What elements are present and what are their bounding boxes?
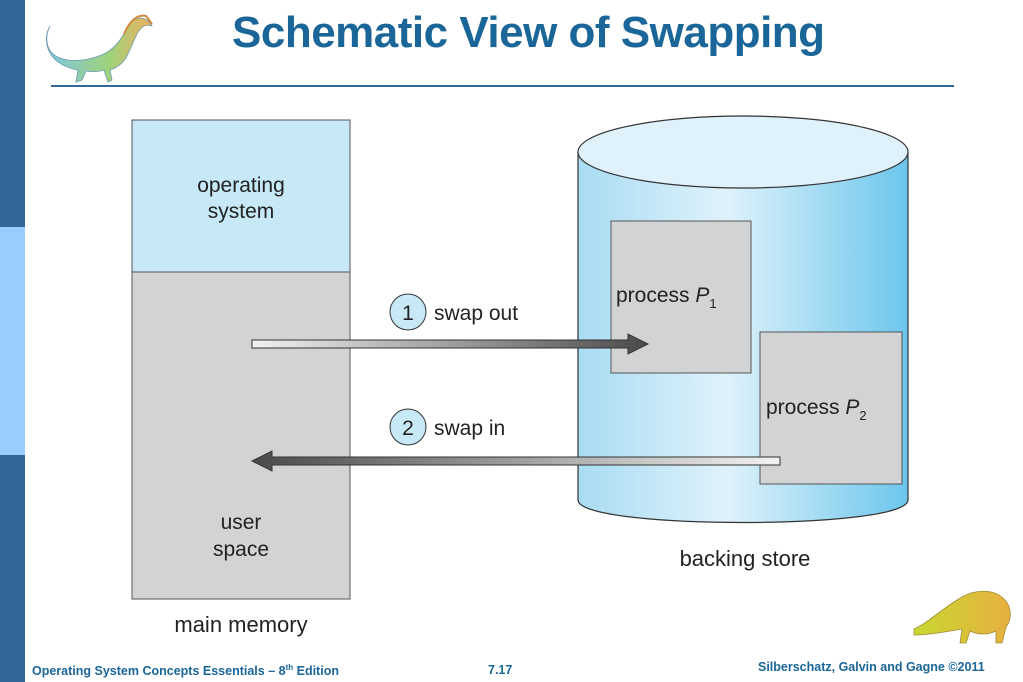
dinosaur-logo-bottom-icon — [913, 590, 1011, 644]
step-1-badge — [389, 293, 427, 331]
step-2-badge — [389, 408, 427, 446]
dinosaur-logo-top-icon — [46, 14, 153, 83]
footer-book-title: Operating System Concepts Essentials – 8… — [32, 663, 339, 679]
swap-out-arrow — [251, 333, 650, 355]
cylinder-top — [577, 115, 909, 189]
step-2-number: 2 — [402, 417, 414, 440]
swap-in-arrow — [250, 450, 781, 472]
process-p2-label: process P2 — [766, 396, 867, 423]
user-space-region — [131, 271, 351, 600]
step-1-label: swap out — [434, 302, 518, 325]
footer-copyright: Silberschatz, Galvin and Gagne ©2011 — [758, 660, 985, 674]
os-label-line1: operating — [197, 174, 285, 197]
slide-title: Schematic View of Swapping — [232, 8, 825, 57]
user-space-label-line1: user — [221, 511, 262, 534]
process-p1-label: process P1 — [616, 284, 717, 311]
os-label-line2: system — [208, 200, 275, 223]
sidebar-accent-highlight — [0, 227, 25, 455]
step-2-label: swap in — [434, 417, 505, 440]
footer-page-number: 7.17 — [488, 663, 513, 677]
os-region — [131, 119, 351, 273]
user-space-label-line2: space — [213, 538, 269, 561]
process-p2-block — [759, 331, 903, 485]
title-divider — [51, 85, 954, 87]
backing-store-caption: backing store — [680, 546, 811, 571]
step-1-number: 1 — [402, 302, 414, 325]
main-memory-caption: main memory — [174, 612, 307, 637]
